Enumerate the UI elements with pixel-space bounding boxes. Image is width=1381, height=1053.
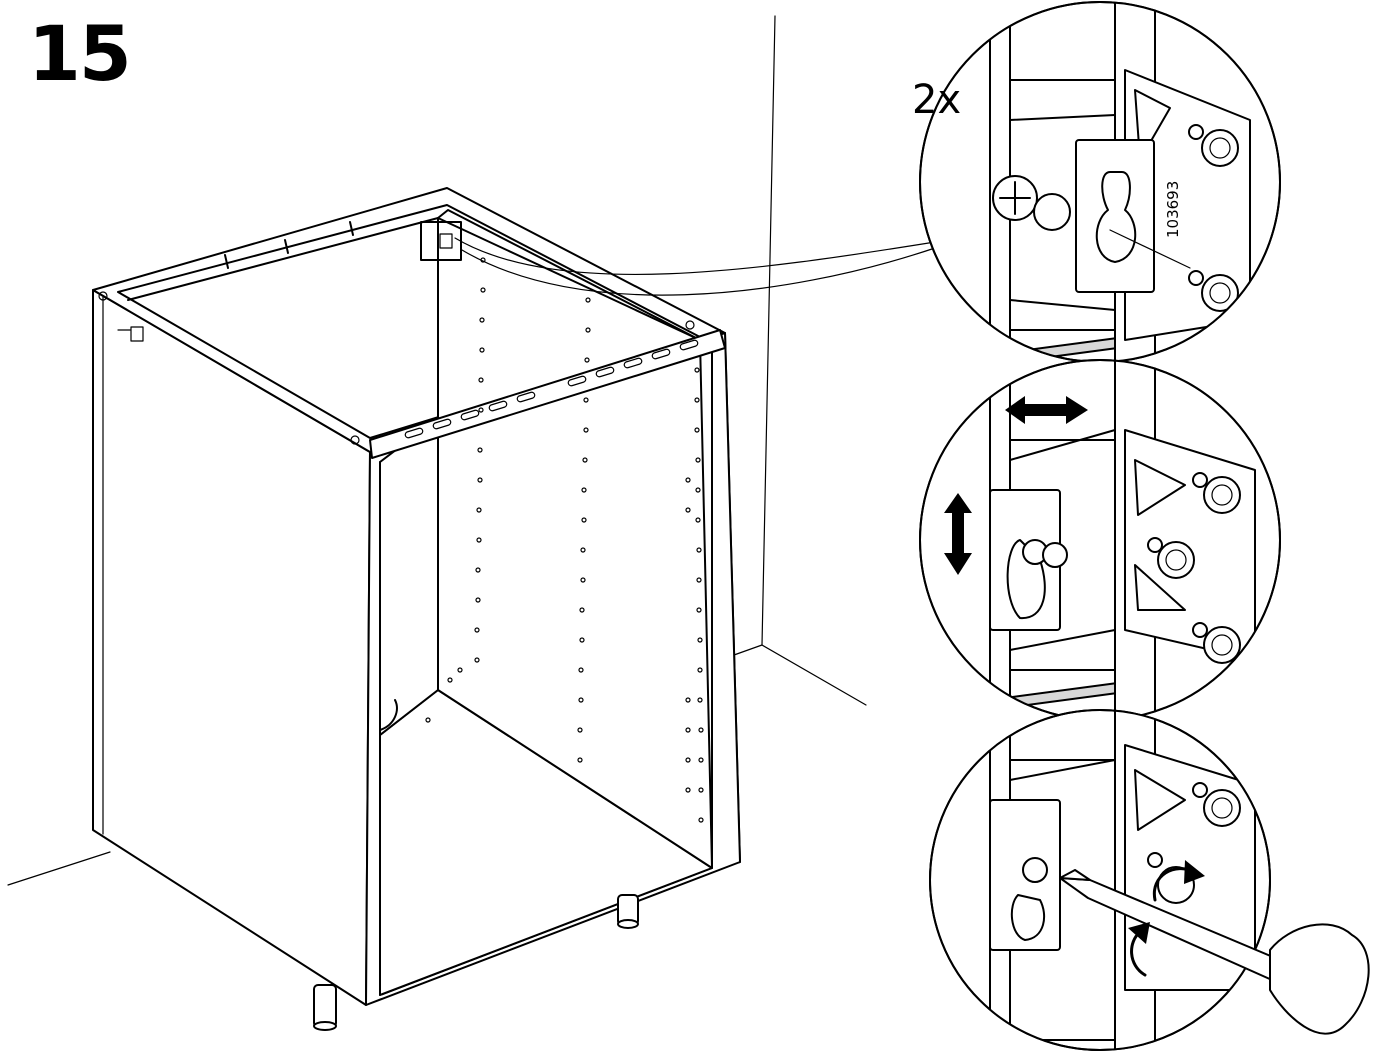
room-lines — [7, 15, 867, 886]
quantity-label: 2x — [912, 77, 962, 123]
double-arrow-horizontal-icon — [1005, 396, 1088, 424]
rotate-clockwise-arrow-icon — [1128, 860, 1205, 977]
screwdriver-icon — [1059, 869, 1370, 1035]
rail-slots — [404, 339, 699, 439]
detail-circle-adjust — [919, 359, 1281, 721]
detail-circle-tighten — [929, 709, 1271, 1051]
zoom-detail-callout — [454, 237, 936, 296]
step-number: 15 — [28, 9, 132, 98]
part-number: 103693 — [1164, 180, 1182, 238]
detail-circle-hook — [919, 1, 1281, 363]
double-arrow-vertical-icon — [944, 493, 972, 575]
system-holes — [425, 257, 704, 823]
cabinet-frame-illustration — [92, 187, 741, 1031]
back-rail-tabs — [224, 221, 354, 269]
